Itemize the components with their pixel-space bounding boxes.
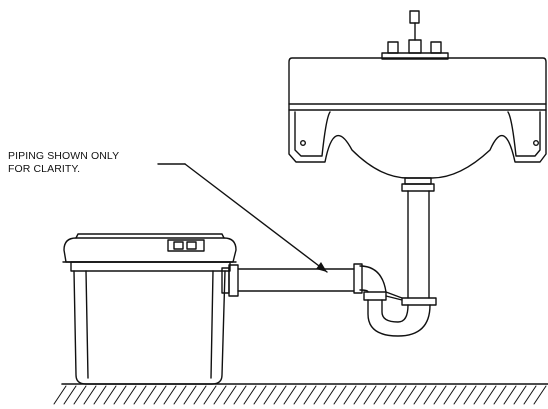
floor-hatch-line (83, 385, 97, 405)
floor-hatch-line (523, 385, 537, 405)
p-trap (363, 177, 437, 337)
floor-hatch-line (433, 385, 447, 405)
floor-hatch-line (143, 385, 157, 405)
floor-hatch-line (473, 385, 487, 405)
callout-note: PIPING SHOWN ONLY FOR CLARITY. (8, 150, 119, 176)
floor-hatch-line (533, 385, 547, 405)
floor-hatch-line (493, 385, 507, 405)
floor-hatch-line (483, 385, 497, 405)
floor-hatch-line (253, 385, 267, 405)
floor-hatch-line (323, 385, 337, 405)
floor-hatch-line (513, 385, 527, 405)
floor-hatch-line (193, 385, 207, 405)
floor-hatch-line (183, 385, 197, 405)
sink (288, 57, 547, 179)
floor-hatch-line (203, 385, 217, 405)
floor-hatch-line (113, 385, 127, 405)
floor-hatch-line (293, 385, 307, 405)
floor-hatch-line (453, 385, 467, 405)
floor-hatch-line (283, 385, 297, 405)
floor-hatch-line (73, 385, 87, 405)
callout-line-1: PIPING SHOWN ONLY (8, 150, 120, 162)
floor-hatch-line (353, 385, 367, 405)
floor-hatch-line (223, 385, 237, 405)
floor-hatch-line (93, 385, 107, 405)
callout-leader (157, 163, 328, 273)
floor-hatch-line (213, 385, 227, 405)
floor-hatch-line (263, 385, 277, 405)
floor-hatch-line (463, 385, 477, 405)
faucet (381, 10, 449, 60)
floor-hatch-line (333, 385, 347, 405)
floor-hatch-line (273, 385, 287, 405)
floor-hatch-line (243, 385, 257, 405)
floor-hatch-line (173, 385, 187, 405)
floor-hatch-line (233, 385, 247, 405)
floor-hatch-line (123, 385, 137, 405)
interceptor-lid-handle (167, 239, 205, 252)
floor-hatch-line (413, 385, 427, 405)
trap-elbow (353, 263, 387, 294)
floor-hatch-line (53, 385, 67, 405)
sink-mount-hole-right (533, 139, 540, 146)
callout-line-2: FOR CLARITY. (8, 163, 81, 175)
floor-hatch-line (103, 385, 117, 405)
floor-hatch-line (503, 385, 517, 405)
grease-interceptor (62, 233, 237, 385)
floor-hatch-line (403, 385, 417, 405)
floor-hatch-line (393, 385, 407, 405)
floor-hatch-line (383, 385, 397, 405)
floor-hatch-line (163, 385, 177, 405)
floor-hatch-line (133, 385, 147, 405)
floor-hatch-line (303, 385, 317, 405)
drain-pipe (221, 264, 355, 297)
floor-hatch-line (363, 385, 377, 405)
floor-hatch-line (63, 385, 77, 405)
sink-mount-hole-left (300, 139, 307, 146)
floor-hatch-line (373, 385, 387, 405)
floor-hatch-line (313, 385, 327, 405)
floor (53, 383, 548, 405)
floor-hatch-line (343, 385, 357, 405)
floor-hatch-line (423, 385, 437, 405)
floor-hatch-line (153, 385, 167, 405)
floor-hatch-line (443, 385, 457, 405)
